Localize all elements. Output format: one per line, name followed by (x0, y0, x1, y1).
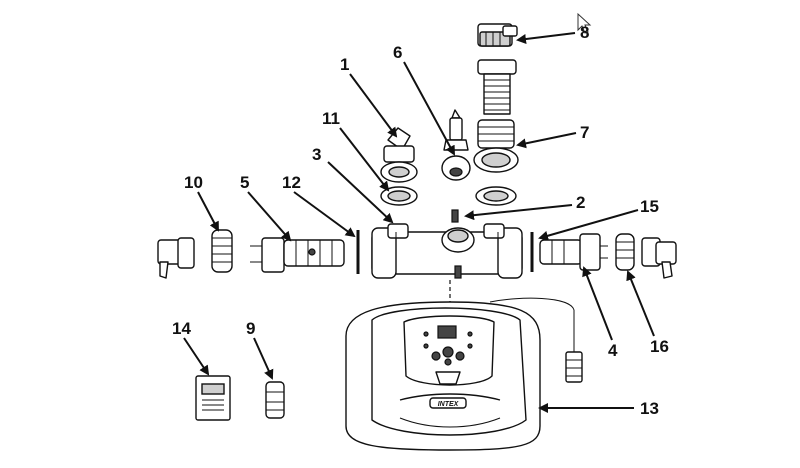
part-8-hose-connector (477, 23, 518, 47)
callout-1: 1 (340, 55, 349, 74)
part-6-valve-cap (441, 109, 471, 181)
arrow-15 (538, 209, 639, 241)
part-3-tee-housing (371, 223, 523, 279)
callout-10: 10 (184, 173, 203, 192)
arrow-9 (253, 337, 274, 380)
arrow-5 (247, 191, 292, 242)
callout-12: 12 (282, 173, 301, 192)
hose-coupling (477, 59, 517, 115)
arrow-7 (516, 132, 577, 149)
part-9-cap (265, 381, 285, 419)
mouse-pointer-icon (577, 12, 592, 34)
part-1-elbow-fitting (380, 127, 418, 183)
arrow-12 (293, 191, 356, 238)
arrow-1 (349, 73, 398, 138)
arrow-14 (183, 337, 210, 376)
part-13-control-unit: INTEX (345, 297, 583, 451)
callout-15: 15 (640, 197, 659, 216)
callout-13: 13 (640, 399, 659, 418)
part-11-o-ring (380, 186, 418, 206)
callout-8: 8 (580, 23, 589, 42)
part-14-manual (195, 375, 231, 421)
callout-7: 7 (580, 123, 589, 142)
callout-4: 4 (608, 341, 618, 360)
callout-14: 14 (172, 319, 191, 338)
part-4-electrode-right (539, 233, 608, 271)
arrow-6 (403, 61, 455, 156)
plug-connector-right (641, 237, 677, 279)
part-2-screw (451, 209, 459, 223)
callout-5: 5 (240, 173, 249, 192)
o-ring-right (475, 186, 517, 206)
part-10-nut-left (211, 229, 233, 273)
arrow-8 (516, 32, 576, 44)
plug-connector-left (157, 237, 195, 279)
callout-16: 16 (650, 337, 669, 356)
arrow-4 (582, 266, 613, 341)
arrow-11 (339, 127, 390, 192)
callout-9: 9 (246, 319, 255, 338)
part-16-nut-right (615, 233, 635, 271)
brand-logo: INTEX (438, 401, 460, 408)
callout-6: 6 (393, 43, 402, 62)
callout-arrows (183, 32, 655, 413)
part-5-electrode-left (250, 237, 345, 273)
part-7-ribbed-adapter (473, 119, 519, 173)
arrow-10 (197, 191, 219, 232)
arrow-16 (626, 270, 655, 337)
callout-11: 11 (322, 109, 340, 128)
callout-2: 2 (576, 193, 585, 212)
arrow-3 (327, 161, 394, 224)
arrow-2 (464, 204, 573, 221)
callout-3: 3 (312, 145, 321, 164)
callout-labels: 8 7 1 6 11 3 2 15 10 5 12 4 16 13 14 9 (172, 23, 669, 418)
